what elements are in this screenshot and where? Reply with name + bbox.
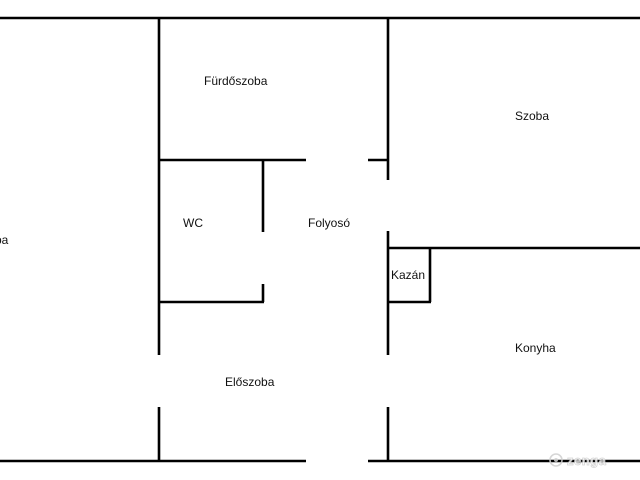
label-boiler: Kazán xyxy=(391,268,425,282)
label-kitchen: Konyha xyxy=(515,341,556,355)
label-wc: WC xyxy=(183,216,203,230)
label-room: Szoba xyxy=(515,109,549,123)
label-corridor: Folyosó xyxy=(308,216,350,230)
watermark-logo: zenga xyxy=(549,453,607,468)
watermark-brand: zenga xyxy=(567,453,607,468)
label-bathroom: Fürdőszoba xyxy=(204,74,268,88)
watermark-circle-dot xyxy=(554,458,558,462)
label-left-room: pa xyxy=(0,233,9,247)
watermark-circle-icon xyxy=(549,453,563,467)
label-hall: Előszoba xyxy=(225,375,275,389)
